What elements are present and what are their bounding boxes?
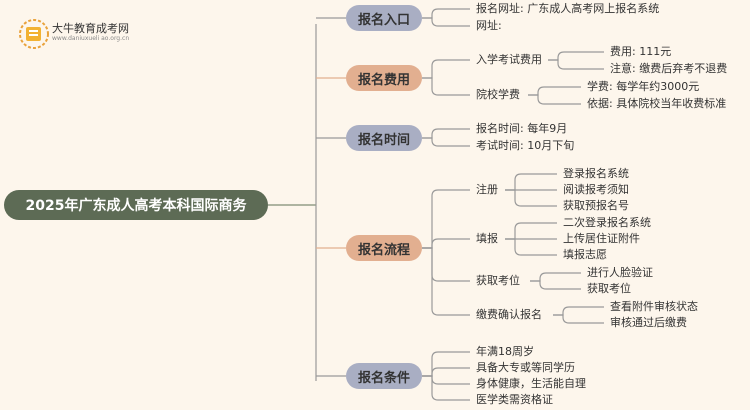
- connector-line: [505, 238, 557, 256]
- connector-line: [553, 314, 604, 324]
- process-substep: 填报志愿: [563, 248, 607, 261]
- fee-item: 依据: 具体院校当年收费标准: [587, 97, 727, 110]
- logo-title: 大牛教育成考网: [52, 22, 129, 35]
- category-fee: 报名费用: [346, 65, 422, 91]
- process-substep: 审核通过后缴费: [610, 316, 687, 329]
- connector-line: [553, 306, 604, 316]
- connector-line: [422, 17, 470, 27]
- connector-line: [548, 51, 604, 61]
- connector-line: [422, 351, 470, 377]
- fee-item: 学费: 每学年约3000元: [587, 80, 700, 93]
- connector-line: [422, 367, 470, 377]
- fee-group-label: 院校学费: [476, 88, 520, 101]
- connector-line: [528, 86, 581, 96]
- process-substep: 获取考位: [587, 282, 631, 295]
- process-substep: 查看附件审核状态: [610, 300, 698, 313]
- connector-line: [548, 59, 604, 70]
- connector-line: [530, 272, 581, 282]
- category-process: 报名流程: [346, 235, 422, 261]
- entry-item: 网址:: [476, 19, 502, 32]
- logo-url: www.daniuxueli ao.org.cn: [52, 35, 130, 42]
- process-step-label: 注册: [476, 183, 498, 196]
- process-substep: 二次登录报名系统: [563, 216, 651, 229]
- logo-badge-icon: [19, 19, 49, 49]
- process-substep: 获取预报名号: [563, 199, 629, 212]
- connector-line: [422, 247, 470, 282]
- fee-item: 费用: 111元: [610, 45, 672, 58]
- process-substep: 登录报名系统: [563, 167, 629, 180]
- connector-line: [422, 59, 470, 79]
- connector-line: [422, 375, 470, 385]
- connector-line: [422, 247, 470, 316]
- connector-line: [505, 173, 557, 191]
- condition-item: 具备大专或等同学历: [476, 361, 575, 374]
- process-substep: 上传居住证附件: [563, 232, 640, 245]
- connector-line: [422, 375, 470, 401]
- connector-line: [505, 189, 557, 207]
- site-logo: [18, 18, 138, 52]
- connector-line: [505, 222, 557, 240]
- connector-line: [530, 280, 581, 290]
- connector-line: [422, 128, 470, 139]
- entry-item: 报名网址: 广东成人高考网上报名系统: [476, 2, 660, 15]
- connector-line: [422, 77, 470, 96]
- condition-item: 年满18周岁: [476, 345, 534, 358]
- time-item: 考试时间: 10月下旬: [476, 139, 575, 152]
- process-step-label: 获取考位: [476, 274, 520, 287]
- process-substep: 进行人脸验证: [587, 266, 653, 279]
- connector-line: [422, 189, 470, 249]
- connector-line: [422, 8, 470, 19]
- category-time: 报名时间: [346, 125, 422, 151]
- connector-line: [422, 137, 470, 147]
- time-item: 报名时间: 每年9月: [476, 122, 568, 135]
- condition-item: 医学类需资格证: [476, 393, 553, 406]
- fee-item: 注意: 缴费后弃考不退费: [610, 62, 728, 75]
- category-conditions: 报名条件: [346, 363, 422, 389]
- process-step-label: 填报: [476, 232, 498, 245]
- fee-group-label: 入学考试费用: [476, 53, 542, 66]
- connector-line: [422, 238, 470, 249]
- root-topic: 2025年广东成人高考本科国际商务: [4, 190, 268, 220]
- connector-line: [528, 94, 581, 105]
- process-step-label: 缴费确认报名: [476, 308, 542, 321]
- process-substep: 阅读报考须知: [563, 183, 629, 196]
- condition-item: 身体健康，生活能自理: [476, 377, 586, 390]
- category-entry: 报名入口: [346, 5, 422, 31]
